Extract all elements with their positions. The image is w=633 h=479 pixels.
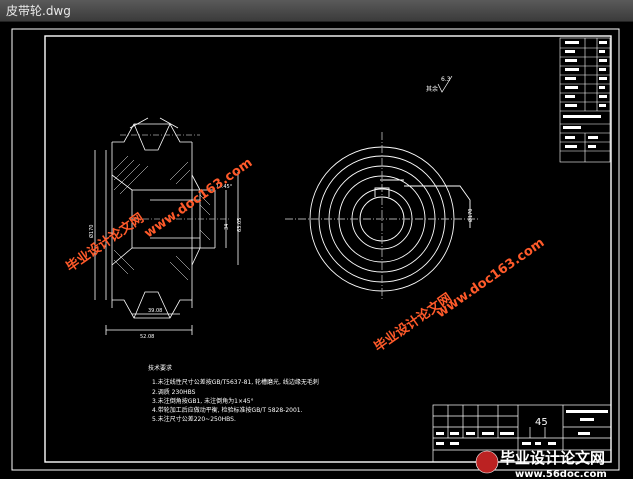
title-block	[432, 404, 612, 463]
notes-heading: 技术要求	[148, 364, 172, 372]
section-hatching	[113, 155, 211, 281]
note-line-1: 1.未注线性尺寸公差按GB/T5637-81, 轮槽磨光, 线边缘无毛刺	[152, 378, 319, 386]
watermark-top: www.doc163.com 毕业设计论文网	[63, 155, 255, 275]
front-view-dia-text: Ø170	[467, 209, 474, 222]
corner-logo: 毕业设计论文网 www.56doc.com	[475, 449, 607, 479]
note-line-4: 4.带轮加工后应做动平衡, 检验标准按GB/T 5828-2001.	[152, 406, 303, 414]
dim-a-text: 34	[224, 224, 230, 230]
inner-border	[44, 35, 612, 463]
cad-drawing: 其余 6.3	[11, 28, 620, 479]
note-line-3: 3.未注倒角按GB1, 未注倒角为1×45°	[152, 397, 254, 405]
watermark-cn-2: 毕业设计论文网	[371, 290, 455, 355]
watermark-site-2: www.doc163.com	[434, 235, 548, 321]
dim-c-text: Ø170	[88, 225, 95, 238]
corner-logo-icon	[475, 450, 499, 474]
material-text: 45	[535, 417, 548, 428]
front-view	[285, 132, 478, 300]
corner-logo-site: www.56doc.com	[515, 469, 607, 479]
dim-bottom-text: 52.08	[140, 334, 154, 340]
note-line-5: 5.未注尺寸公差220~250HBS.	[152, 415, 236, 423]
outer-border	[11, 28, 620, 471]
section-dimension-text: 52.08 39.08 1×45° 34 63.05 Ø170	[88, 184, 243, 340]
window-title: 皮带轮.dwg	[6, 4, 71, 18]
title-block-text	[436, 410, 608, 445]
parameter-table	[559, 37, 611, 163]
window-title-bar: 皮带轮.dwg	[0, 0, 633, 22]
roughness-symbol: 其余 6.3	[426, 75, 453, 93]
drawing-canvas[interactable]: 其余 6.3	[0, 22, 633, 479]
dim-bottom-text-2: 39.08	[148, 308, 162, 314]
dim-b-text: 63.05	[237, 218, 243, 232]
roughness-value: 6.3	[441, 76, 451, 83]
watermark-bottom: www.doc163.com 毕业设计论文网	[371, 235, 547, 355]
watermark-cn-1: 毕业设计论文网	[63, 210, 147, 275]
parameter-table-text	[563, 41, 607, 148]
technical-notes: 技术要求 1.未注线性尺寸公差按GB/T5637-81, 轮槽磨光, 线边缘无毛…	[148, 364, 319, 423]
section-view	[94, 117, 239, 335]
roughness-label: 其余	[426, 85, 438, 93]
corner-logo-cn: 毕业设计论文网	[500, 449, 605, 467]
dim-chamfer-text: 1×45°	[216, 184, 233, 190]
note-line-2: 2.调质 230HBS	[152, 388, 196, 396]
